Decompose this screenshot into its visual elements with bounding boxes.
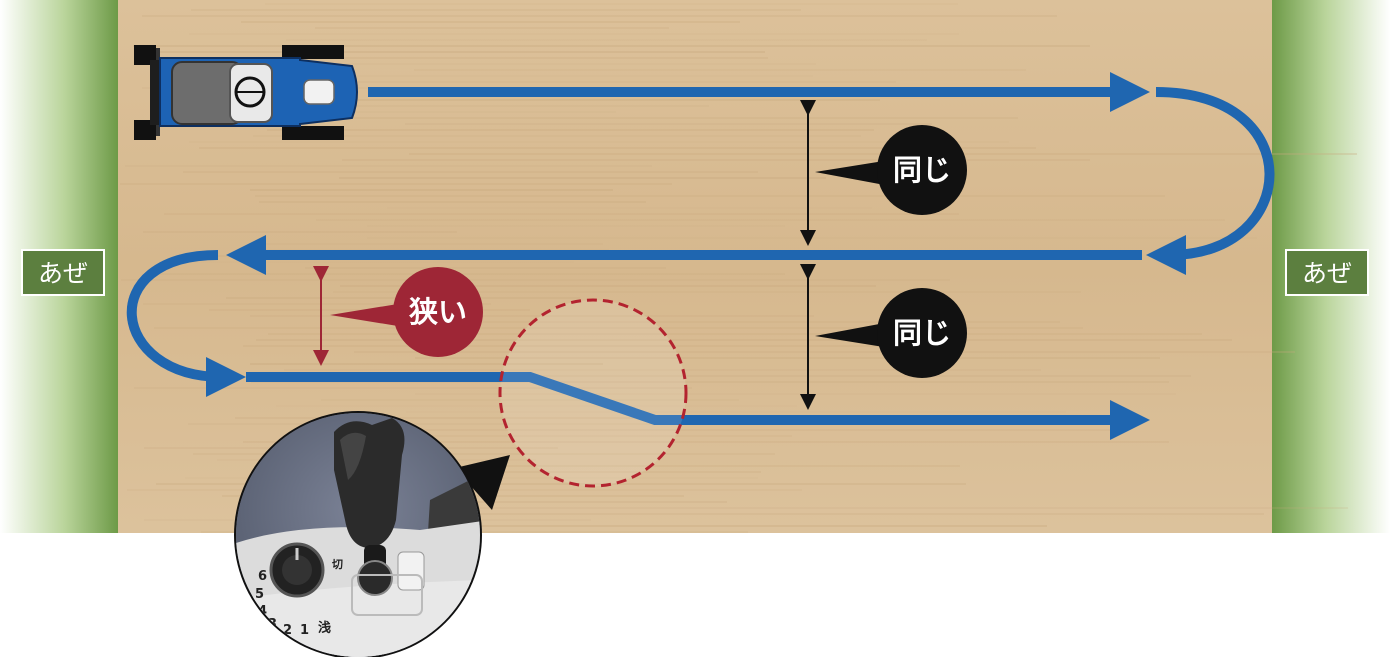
path-row-3: [246, 372, 1150, 440]
same-label-bottom: 同じ: [893, 316, 951, 350]
inset-pointer: [455, 455, 510, 510]
same-label-top: 同じ: [893, 153, 951, 187]
dial-number-5: 5: [255, 587, 264, 602]
aze-left-text: あぜ: [38, 259, 88, 288]
dial-number-6: 6: [258, 569, 267, 584]
path-turn-right: [1146, 87, 1275, 275]
narrow-label: 狭い: [408, 295, 467, 329]
aze-label-left: あぜ: [21, 249, 105, 296]
dial-end-label: 浅: [318, 620, 331, 636]
switch-mark: 切: [332, 558, 343, 571]
work-path: [126, 72, 1275, 440]
dial-number-1: 1: [300, 623, 309, 638]
callout-narrow: 狭い: [330, 267, 483, 357]
joystick-controller-photo: 6 5 4 3 2 1 浅 切: [236, 413, 480, 657]
aze-label-right: あぜ: [1285, 249, 1369, 296]
callout-same-top: 同じ: [815, 125, 967, 215]
highlight-circle: [498, 298, 688, 488]
callout-same-bottom: 同じ: [815, 288, 967, 378]
path-turn-left: [126, 250, 246, 397]
tractor-top-view-icon: [134, 45, 358, 140]
aze-right-text: あぜ: [1302, 259, 1352, 288]
dial-number-2: 2: [283, 623, 292, 638]
controller-photo-inset: 6 5 4 3 2 1 浅 切: [234, 411, 510, 657]
